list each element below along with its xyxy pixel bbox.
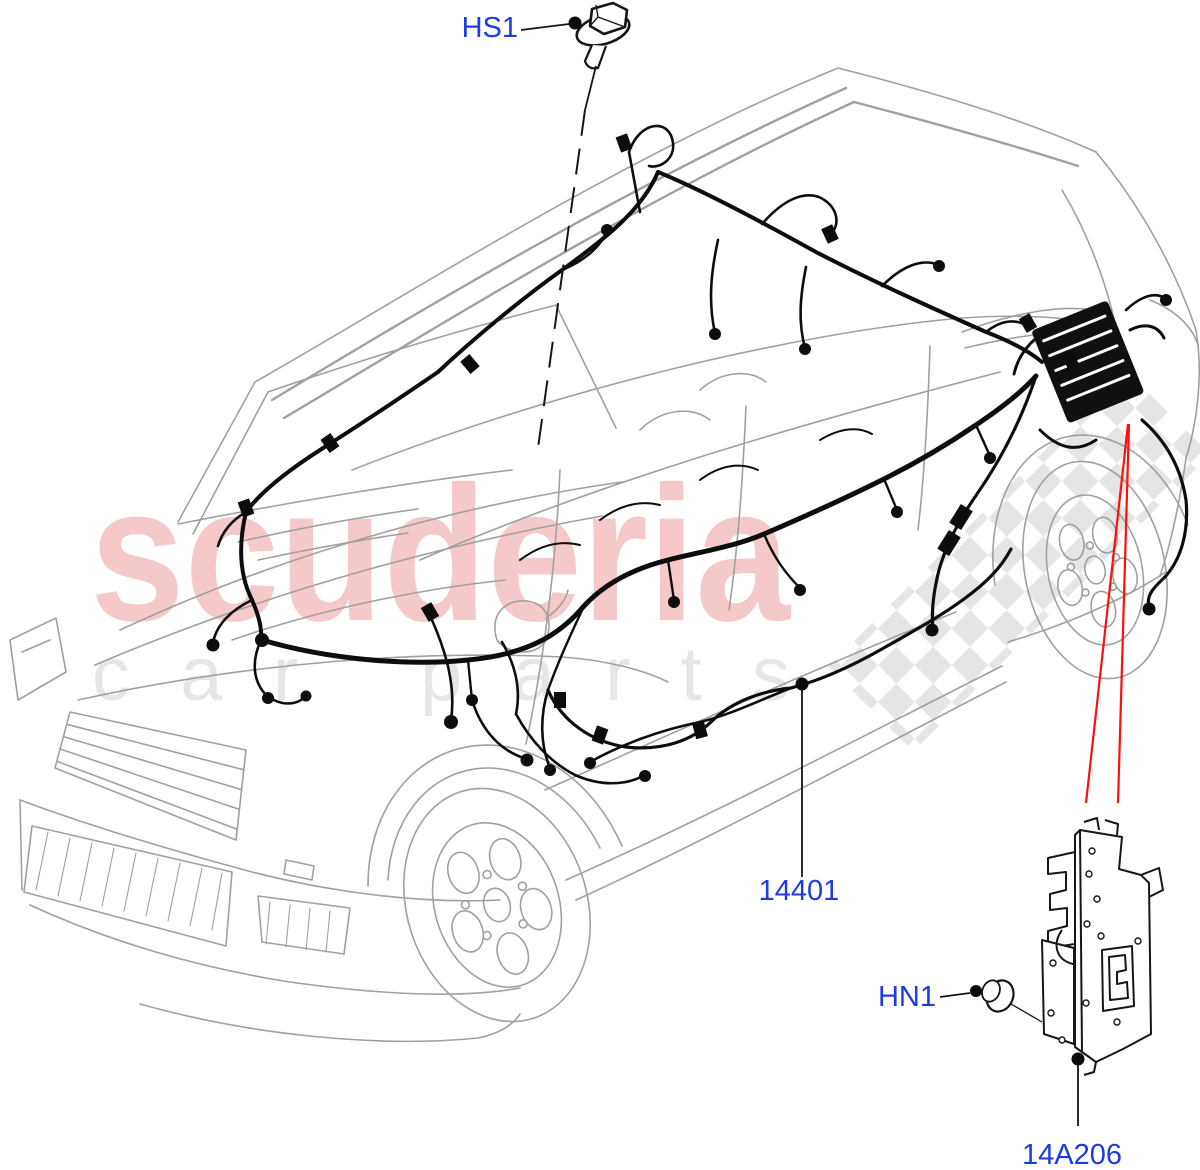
hn1-attach-dot bbox=[970, 985, 982, 997]
leader-lines bbox=[520, 23, 1079, 1126]
bracket-part bbox=[1041, 817, 1164, 1076]
part-labels: HS1 14401 HN1 14A206 bbox=[462, 12, 1122, 1170]
watermark: scuderia car parts bbox=[90, 369, 1200, 752]
label-14a206[interactable]: 14A206 bbox=[1022, 1139, 1122, 1170]
rear-wheel bbox=[1022, 460, 1168, 680]
harness-attach-dot bbox=[795, 677, 809, 691]
bolt-part bbox=[575, 1, 631, 111]
checkered-flag-band bbox=[828, 369, 1200, 752]
wiring-harness bbox=[206, 124, 1189, 785]
bracket-locator-lines bbox=[1084, 423, 1131, 804]
leader-dots bbox=[568, 16, 1085, 1066]
watermark-brand-text: scuderia bbox=[90, 446, 791, 661]
hs1-attach-dot bbox=[568, 16, 582, 30]
front-wheel bbox=[403, 787, 591, 1023]
bolt-position-dashed-line bbox=[537, 109, 586, 449]
vehicle-outline bbox=[9, 67, 1200, 1043]
label-hs1[interactable]: HS1 bbox=[462, 12, 518, 44]
bracket-attach-dot bbox=[1071, 1052, 1085, 1066]
label-14401[interactable]: 14401 bbox=[759, 875, 840, 907]
grommet-part bbox=[981, 979, 1043, 1023]
rear-junction-module bbox=[1032, 301, 1144, 423]
label-hn1[interactable]: HN1 bbox=[878, 981, 936, 1013]
harness-connectors bbox=[206, 133, 1172, 782]
bracket-holes bbox=[1047, 847, 1142, 1044]
